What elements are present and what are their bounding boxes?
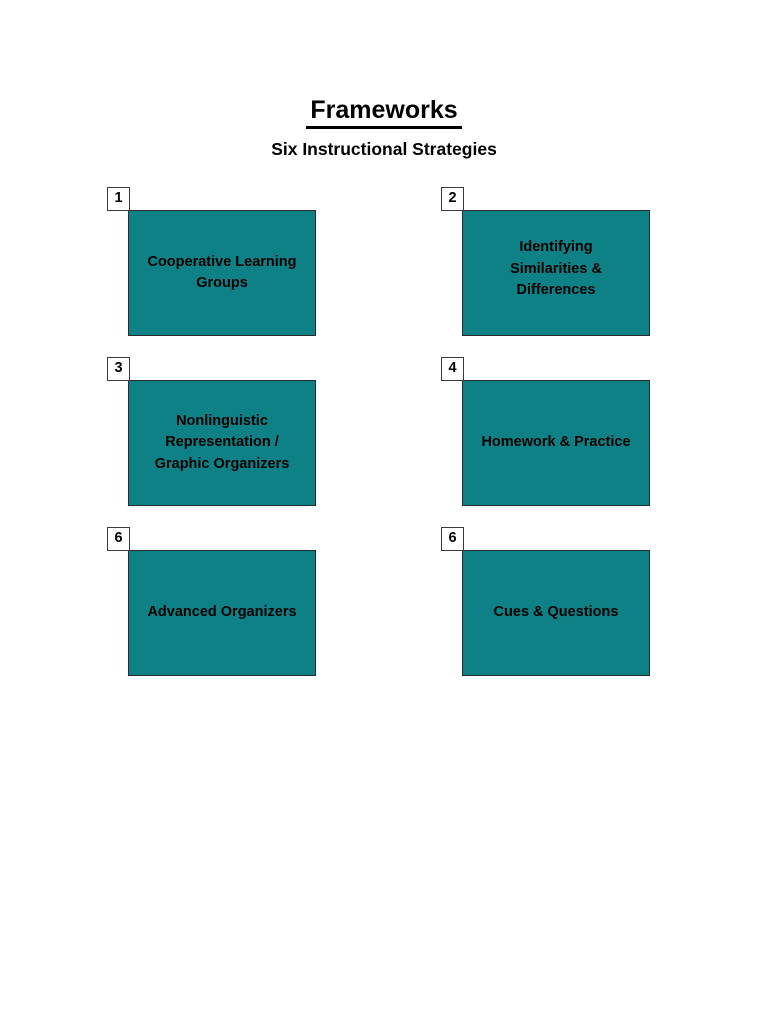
strategy-label-6: Cues & Questions — [493, 604, 619, 621]
page-title-text: Frameworks — [306, 95, 462, 129]
page-title: Frameworks — [0, 95, 768, 129]
strategy-cell-4[interactable]: Homework & Practice 4 — [441, 357, 656, 509]
strategy-number-badge-6: 6 — [441, 527, 464, 551]
page-subtitle: Six Instructional Strategies — [271, 139, 497, 159]
strategy-box-3[interactable]: Nonlinguistic Representation / Graphic O… — [128, 380, 316, 506]
strategy-label-1: Cooperative Learning Groups — [147, 253, 297, 292]
strategy-label-5: Advanced Organizers — [147, 604, 297, 621]
strategy-number-badge-4: 4 — [441, 357, 464, 381]
strategy-cell-5[interactable]: Advanced Organizers 6 — [107, 527, 322, 679]
strategy-box-6[interactable]: Cues & Questions — [462, 550, 650, 676]
strategy-number-badge-5: 6 — [107, 527, 130, 551]
strategy-number-badge-1: 1 — [107, 187, 130, 211]
strategy-box-5[interactable]: Advanced Organizers — [128, 550, 316, 676]
strategy-label-2: Identifying Similarities & Differences — [510, 239, 602, 298]
strategy-box-1[interactable]: Cooperative Learning Groups — [128, 210, 316, 336]
strategy-number-badge-3: 3 — [107, 357, 130, 381]
strategy-box-2[interactable]: Identifying Similarities & Differences — [462, 210, 650, 336]
strategy-cell-6[interactable]: Cues & Questions 6 — [441, 527, 656, 679]
strategy-label-3: Nonlinguistic Representation / Graphic O… — [154, 412, 290, 472]
strategy-cell-2[interactable]: Identifying Similarities & Differences 2 — [441, 187, 656, 339]
strategy-box-4[interactable]: Homework & Practice — [462, 380, 650, 506]
strategy-label-4: Homework & Practice — [481, 434, 631, 451]
strategy-cell-1[interactable]: Cooperative Learning Groups 1 — [107, 187, 322, 339]
strategy-cell-3[interactable]: Nonlinguistic Representation / Graphic O… — [107, 357, 322, 509]
strategy-number-badge-2: 2 — [441, 187, 464, 211]
